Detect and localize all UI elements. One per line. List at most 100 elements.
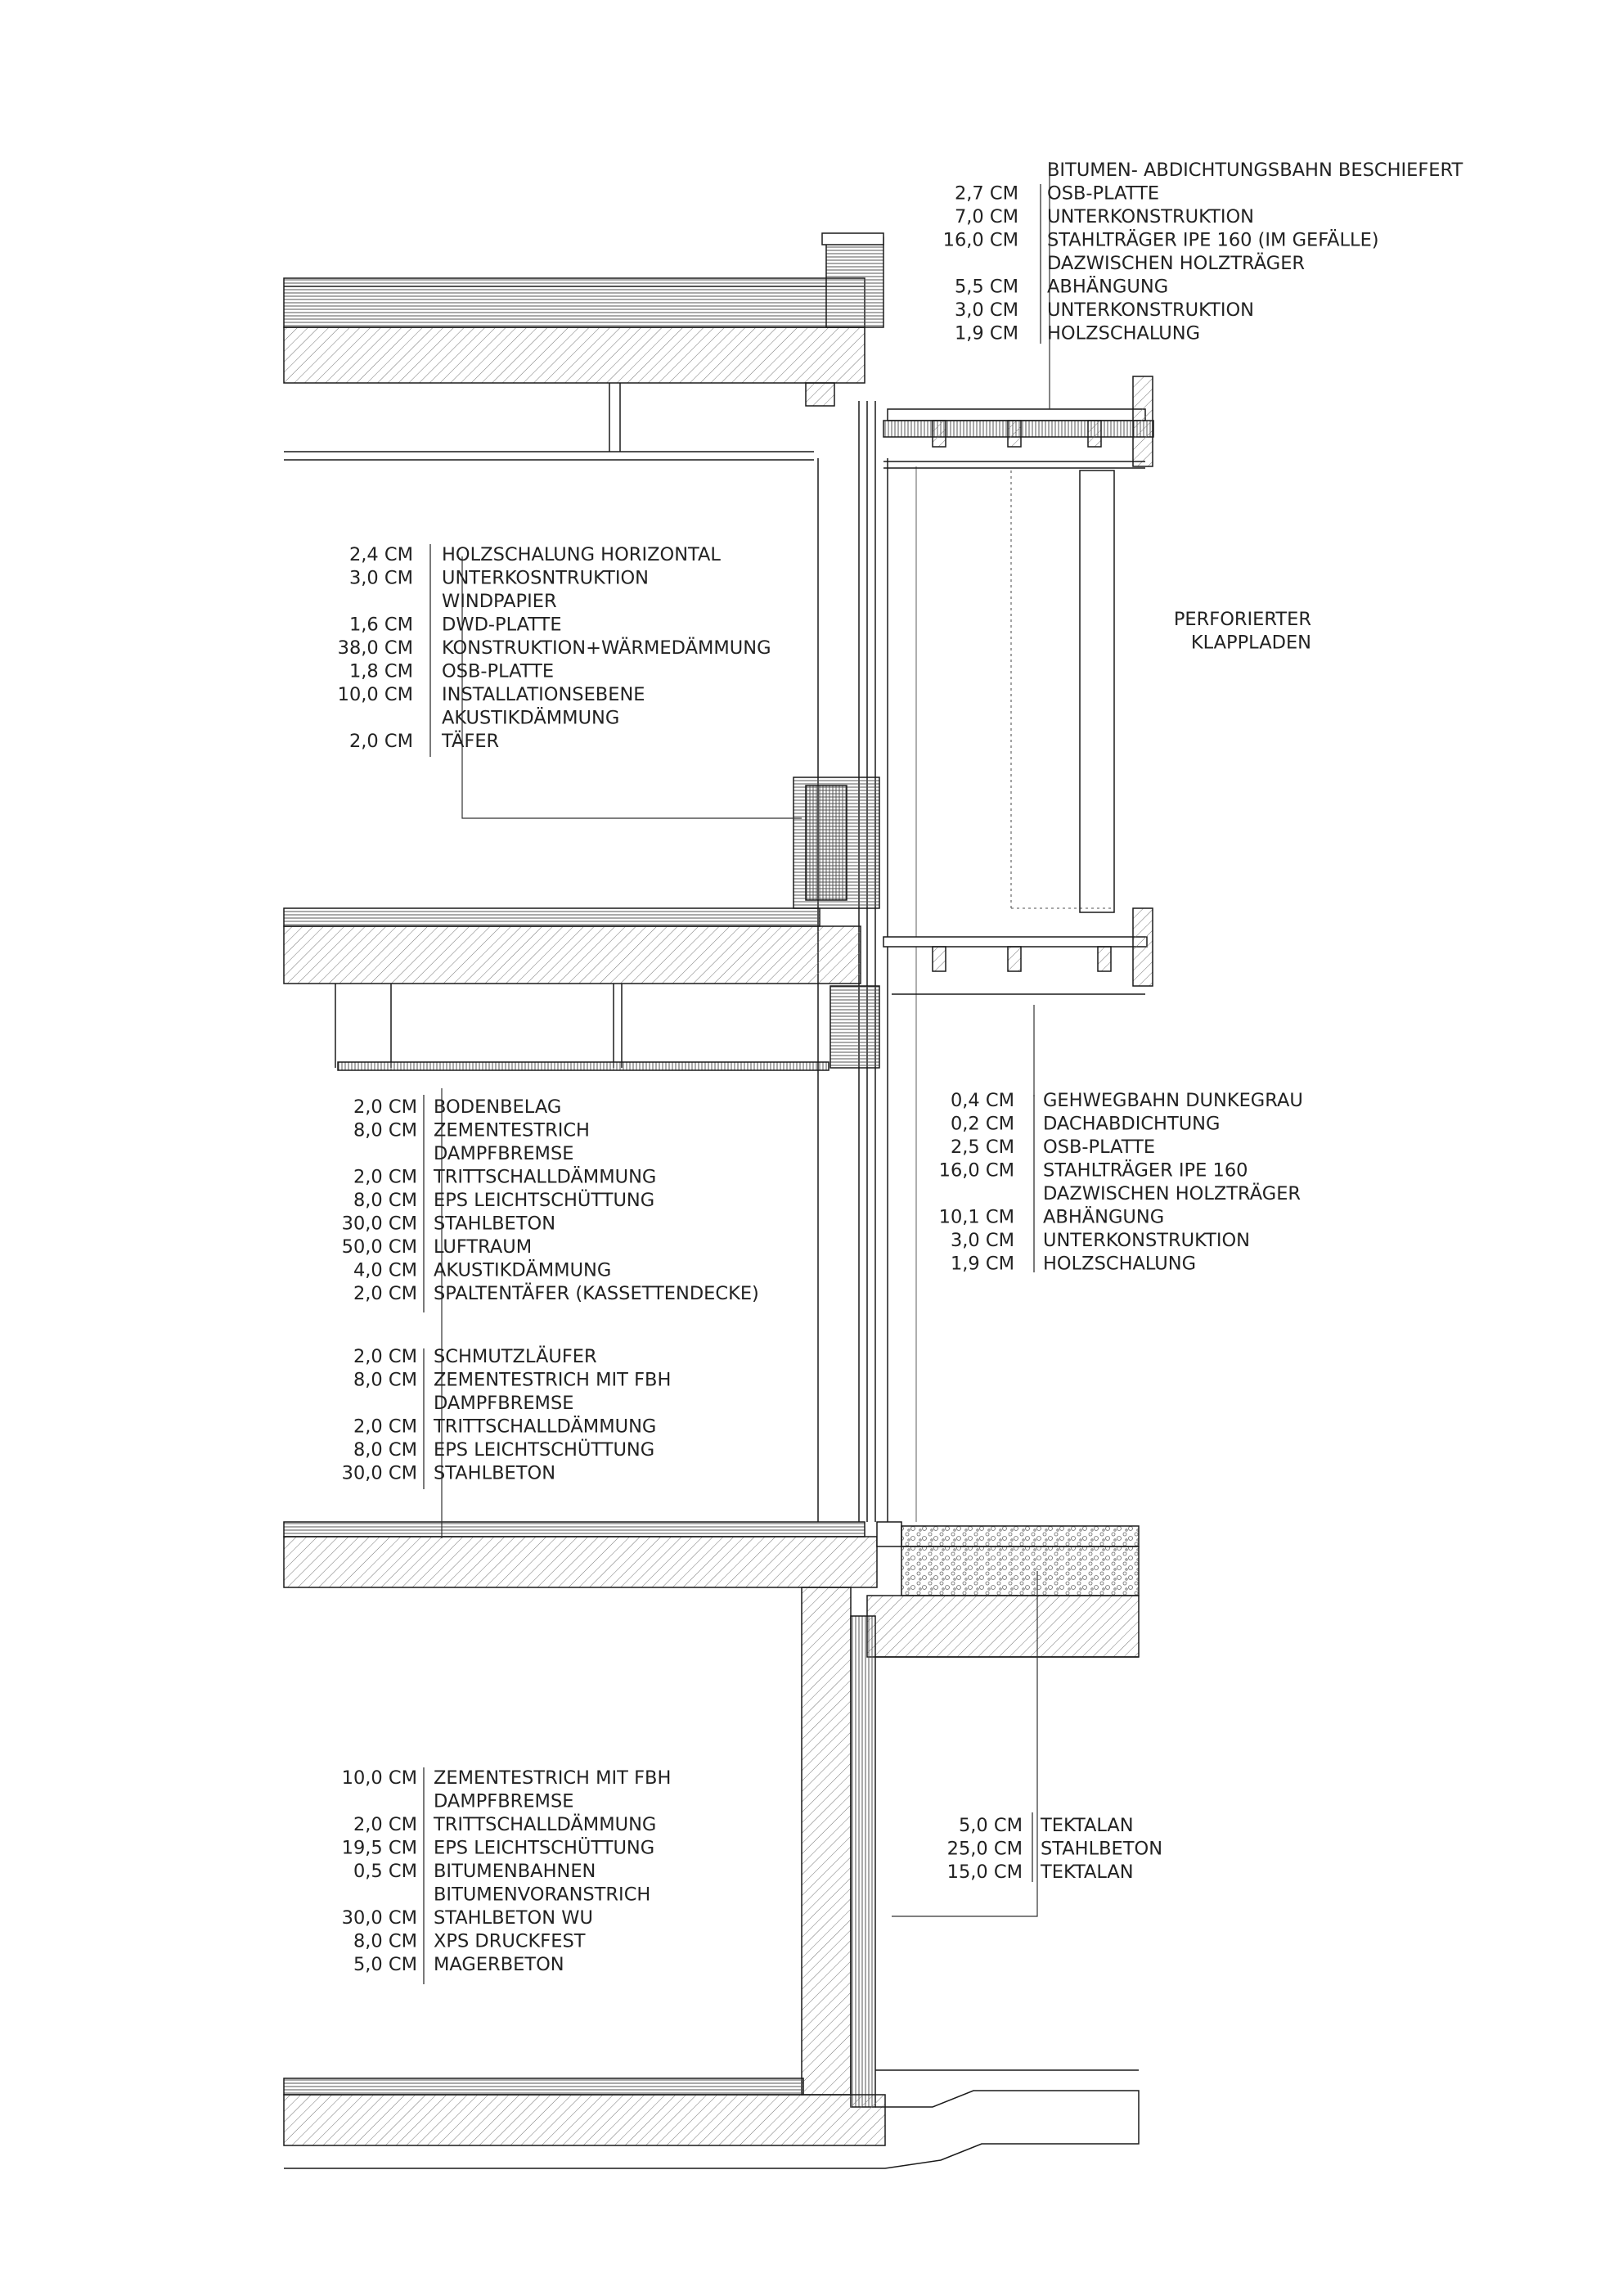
balcony-label-thickness: 10,1 CM: [939, 1207, 1014, 1228]
balcony-label-text: DAZWISCHEN HOLZTRÄGER: [1043, 1182, 1301, 1204]
leader-lines: [441, 162, 1050, 1917]
intermediate-floor: [283, 907, 1153, 1071]
balcony-label-text: GEHWEGBAHN DUNKEGRAU: [1043, 1090, 1303, 1111]
wall-label-text: AKUSTIKDÄMMUNG: [442, 706, 619, 729]
floor-label-text: LUFTRAUM: [434, 1236, 532, 1258]
basement-wall-label-thickness: 25,0 CM: [947, 1839, 1023, 1860]
floor-label-text: BODENBELAG: [434, 1096, 561, 1118]
floor-label-thickness: 50,0 CM: [342, 1236, 417, 1258]
ground-floor-label-thickness: 30,0 CM: [342, 1463, 417, 1484]
basement-floor-label-text: XPS DRUCKFEST: [434, 1931, 586, 1952]
facade-wall: [793, 401, 917, 1522]
balcony-label-text: OSB-PLATTE: [1043, 1137, 1155, 1158]
floor-label-thickness: 8,0 CM: [353, 1120, 417, 1141]
basement-floor-label-text: STAHLBETON WU: [434, 1907, 593, 1929]
ground-floor: [283, 1521, 1140, 1658]
basement-floor-label-text: TRITTSCHALLDÄMMUNG: [433, 1812, 656, 1835]
ground-floor-label-text: SCHMUTZLÄUFER: [434, 1344, 597, 1367]
basement-floor-label-text: EPS LEICHTSCHÜTTUNG: [434, 1836, 654, 1859]
wall-label-thickness: 3,0 CM: [349, 568, 413, 589]
wall-label-text: KONSTRUKTION+WÄRMEDÄMMUNG: [442, 636, 771, 659]
balcony-label-thickness: 0,2 CM: [951, 1114, 1014, 1135]
balcony-label-text: ABHÄNGUNG: [1043, 1205, 1164, 1228]
balcony-label-text: STAHLTRÄGER IPE 160: [1043, 1159, 1248, 1182]
wall-label-text: DWD-PLATTE: [442, 615, 562, 636]
roof-label-text: OSB-PLATTE: [1047, 183, 1159, 205]
floor-label-text: EPS LEICHTSCHÜTTUNG: [434, 1188, 654, 1211]
basement-wall-label-text: STAHLBETON: [1041, 1839, 1162, 1860]
basement-wall-label-text: TEKTALAN: [1040, 1862, 1134, 1883]
folding-shutter: [1010, 470, 1115, 913]
roof-label-text: DAZWISCHEN HOLZTRÄGER: [1047, 251, 1305, 274]
balcony-label-text: UNTERKONSTRUKTION: [1043, 1230, 1250, 1251]
wall-label-thickness: 1,8 CM: [349, 661, 413, 682]
roof-slab: [283, 232, 884, 461]
wall-label-thickness: 2,4 CM: [349, 544, 413, 565]
basement-floor-label-thickness: 0,5 CM: [353, 1861, 417, 1882]
basement-wall-label-thickness: 15,0 CM: [947, 1862, 1023, 1883]
floor-label-thickness: 2,0 CM: [353, 1167, 417, 1188]
roof-label-thickness: 1,9 CM: [955, 323, 1018, 344]
construction-geometry: [283, 232, 1154, 2169]
roof-canopy: [883, 376, 1154, 469]
basement-wall-label-thickness: 5,0 CM: [959, 1815, 1023, 1836]
ground-floor-label-text: DAMPFBREMSE: [434, 1393, 573, 1414]
basement-floor-label-thickness: 2,0 CM: [353, 1814, 417, 1835]
floor-label-thickness: 2,0 CM: [353, 1283, 417, 1304]
roof-label-text: HOLZSCHALUNG: [1047, 323, 1200, 344]
ground-floor-label-thickness: 2,0 CM: [353, 1416, 417, 1438]
basement-floor-label-thickness: 8,0 CM: [353, 1931, 417, 1952]
floor-label-text: ZEMENTESTRICH: [434, 1120, 590, 1141]
floor-label-text: STAHLBETON: [434, 1213, 555, 1235]
balcony-label-thickness: 16,0 CM: [939, 1160, 1014, 1182]
roof-label-text: UNTERKONSTRUKTION: [1047, 206, 1254, 227]
layer-labels: BITUMEN- ABDICHTUNGSBAHN BESCHIEFERT2,7 …: [338, 160, 1463, 1975]
roof-label-text: STAHLTRÄGER IPE 160 (IM GEFÄLLE): [1047, 228, 1379, 251]
basement-floor-label-text: BITUMENVORANSTRICH: [434, 1884, 650, 1906]
shutter-label: PERFORIERTER: [1174, 609, 1311, 630]
basement-wall: [801, 1587, 1139, 2108]
basement-floor-label-thickness: 19,5 CM: [342, 1838, 417, 1859]
roof-label-thickness: 16,0 CM: [943, 230, 1018, 251]
balcony-label-thickness: 2,5 CM: [951, 1137, 1014, 1158]
wall-label-thickness: 2,0 CM: [349, 731, 413, 752]
ground-floor-label-text: EPS LEICHTSCHÜTTUNG: [434, 1438, 654, 1461]
ground-floor-label-thickness: 8,0 CM: [353, 1439, 417, 1461]
basement-wall-label-text: TEKTALAN: [1040, 1815, 1134, 1836]
basement-floor-label-thickness: 10,0 CM: [342, 1767, 417, 1789]
basement-floor-label-thickness: 5,0 CM: [353, 1954, 417, 1975]
balcony-label-thickness: 1,9 CM: [951, 1254, 1014, 1275]
basement-floor-label-text: ZEMENTESTRICH MIT FBH: [434, 1767, 671, 1789]
balcony-label-text: DACHABDICHTUNG: [1043, 1114, 1220, 1135]
wall-label-thickness: 10,0 CM: [338, 684, 413, 705]
wall-label-text: WINDPAPIER: [442, 591, 557, 612]
ground-floor-label-text: ZEMENTESTRICH MIT FBH: [434, 1370, 671, 1391]
roof-label-thickness: 5,5 CM: [955, 277, 1018, 298]
roof-label-thickness: 3,0 CM: [955, 299, 1018, 321]
ground-floor-label-text: STAHLBETON: [434, 1463, 555, 1484]
floor-label-text: AKUSTIKDÄMMUNG: [434, 1258, 611, 1281]
balcony-label-thickness: 3,0 CM: [951, 1230, 1014, 1251]
roof-label-text: UNTERKONSTRUKTION: [1047, 299, 1254, 321]
floor-label-text: DAMPFBREMSE: [434, 1143, 573, 1164]
wall-label-text: OSB-PLATTE: [442, 661, 554, 682]
roof-label-text: ABHÄNGUNG: [1047, 275, 1168, 298]
basement-floor-label-thickness: 30,0 CM: [342, 1907, 417, 1929]
ground-floor-label-thickness: 2,0 CM: [353, 1346, 417, 1367]
roof-label-thickness: 2,7 CM: [955, 183, 1018, 205]
basement-floor-label-text: BITUMENBAHNEN: [434, 1861, 596, 1882]
wall-label-text: HOLZSCHALUNG HORIZONTAL: [442, 544, 721, 565]
roof-label-thickness: 7,0 CM: [955, 206, 1018, 227]
wall-label-text: INSTALLATIONSEBENE: [442, 684, 645, 705]
basement-floor-label-text: MAGERBETON: [434, 1954, 564, 1975]
basement-floor: [283, 2069, 1140, 2169]
floor-label-thickness: 4,0 CM: [353, 1260, 417, 1281]
floor-label-thickness: 2,0 CM: [353, 1096, 417, 1118]
floor-label-thickness: 30,0 CM: [342, 1213, 417, 1235]
floor-label-thickness: 8,0 CM: [353, 1190, 417, 1211]
floor-label-text: TRITTSCHALLDÄMMUNG: [433, 1165, 656, 1188]
shutter-label: KLAPPLADEN: [1191, 633, 1311, 654]
wall-label-thickness: 1,6 CM: [349, 615, 413, 636]
basement-floor-label-text: DAMPFBREMSE: [434, 1791, 573, 1812]
